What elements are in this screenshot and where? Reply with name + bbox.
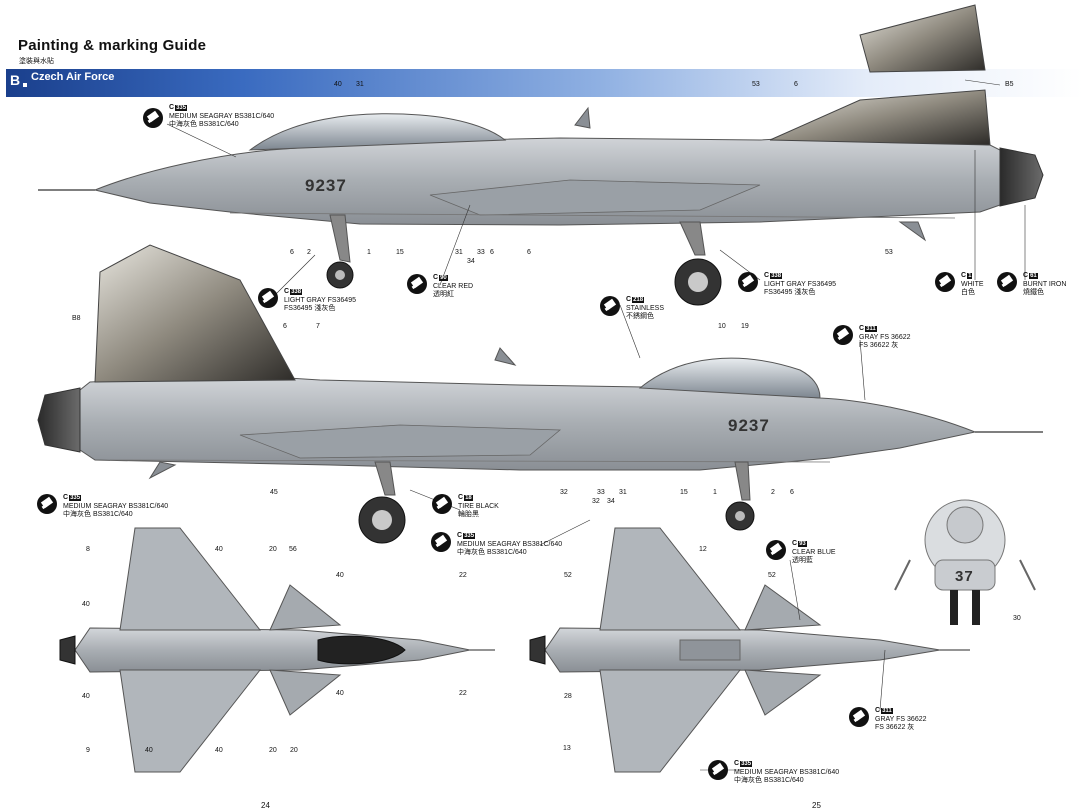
- paint-brush-icon: [600, 296, 620, 316]
- decal-label: 28: [564, 693, 572, 700]
- paint-brush-icon: [432, 494, 452, 514]
- decal-label: 12: [699, 546, 707, 553]
- front-view: [894, 499, 1036, 625]
- decal-label: 20: [269, 546, 277, 553]
- decal-label: 19: [741, 323, 749, 330]
- side-view-bottom: [37, 244, 1043, 544]
- decal-label: 20: [269, 747, 277, 754]
- paint-brush-icon: [997, 272, 1017, 292]
- decal-label: 34: [467, 258, 475, 265]
- decal-label: B8: [72, 315, 81, 322]
- decal-label: 40: [215, 747, 223, 754]
- decal-label: 8: [86, 546, 90, 553]
- decal-label: 31: [455, 249, 463, 256]
- paint-brush-icon: [738, 272, 758, 292]
- decal-label: 6: [283, 323, 287, 330]
- decal-label: 32: [560, 489, 568, 496]
- decal-label: 6: [490, 249, 494, 256]
- decal-label: 1: [367, 249, 371, 256]
- decal-label: 40: [336, 690, 344, 697]
- tail-number-front: 37: [955, 568, 974, 585]
- decal-label: 6: [527, 249, 531, 256]
- decal-label: 2: [307, 249, 311, 256]
- decal-label: 40: [145, 747, 153, 754]
- tail-number-bottom: 9237: [728, 416, 770, 435]
- paint-brush-icon: [143, 108, 163, 128]
- decal-label: 9: [86, 747, 90, 754]
- decal-label: 22: [459, 572, 467, 579]
- decal-label: 40: [82, 693, 90, 700]
- plan-view-bottom: [529, 527, 970, 773]
- decal-label: 53: [752, 81, 760, 88]
- paint-brush-icon: [708, 760, 728, 780]
- plan-view-top: [59, 527, 495, 773]
- paint-brush-icon: [849, 707, 869, 727]
- decal-label: 15: [396, 249, 404, 256]
- decal-label: 45: [270, 489, 278, 496]
- paint-brush-icon: [833, 325, 853, 345]
- decal-label: 32: [592, 498, 600, 505]
- decal-label: 31: [619, 489, 627, 496]
- decal-label: 30: [1013, 615, 1021, 622]
- decal-label: 22: [459, 690, 467, 697]
- decal-label: 52: [564, 572, 572, 579]
- decal-label: 31: [356, 81, 364, 88]
- decal-label: 7: [316, 323, 320, 330]
- paint-brush-icon: [258, 288, 278, 308]
- decal-label: 2: [771, 489, 775, 496]
- paint-brush-icon: [407, 274, 427, 294]
- decal-label: 53: [885, 249, 893, 256]
- decal-label: 13: [563, 745, 571, 752]
- decal-label: 1: [713, 489, 717, 496]
- paint-brush-icon: [37, 494, 57, 514]
- decal-label: 10: [718, 323, 726, 330]
- paint-brush-icon: [766, 540, 786, 560]
- decal-label: 33: [597, 489, 605, 496]
- decal-label: 6: [790, 489, 794, 496]
- decal-label: 40: [82, 601, 90, 608]
- decal-label: 40: [336, 572, 344, 579]
- section-dot: [23, 83, 27, 87]
- paint-brush-icon: [431, 532, 451, 552]
- section-name: Czech Air Force: [31, 71, 115, 83]
- page-subtitle: 塗裝與水貼: [19, 58, 54, 65]
- decal-label: 20: [290, 747, 298, 754]
- decal-label: B5: [1005, 81, 1014, 88]
- decal-label: 33: [477, 249, 485, 256]
- decal-label: 40: [334, 81, 342, 88]
- decal-label: 52: [768, 572, 776, 579]
- decal-label: 15: [680, 489, 688, 496]
- paint-brush-icon: [935, 272, 955, 292]
- section-banner: B Czech Air Force: [6, 69, 1083, 97]
- tail-number-top: 9237: [305, 176, 347, 195]
- page-title: Painting & marking Guide: [18, 37, 207, 54]
- decal-label: 6: [290, 249, 294, 256]
- decal-label: 56: [289, 546, 297, 553]
- decal-label: 6: [794, 81, 798, 88]
- section-letter: B: [10, 72, 21, 88]
- decal-label: 34: [607, 498, 615, 505]
- decal-label: 40: [215, 546, 223, 553]
- side-view-top: [38, 4, 1044, 306]
